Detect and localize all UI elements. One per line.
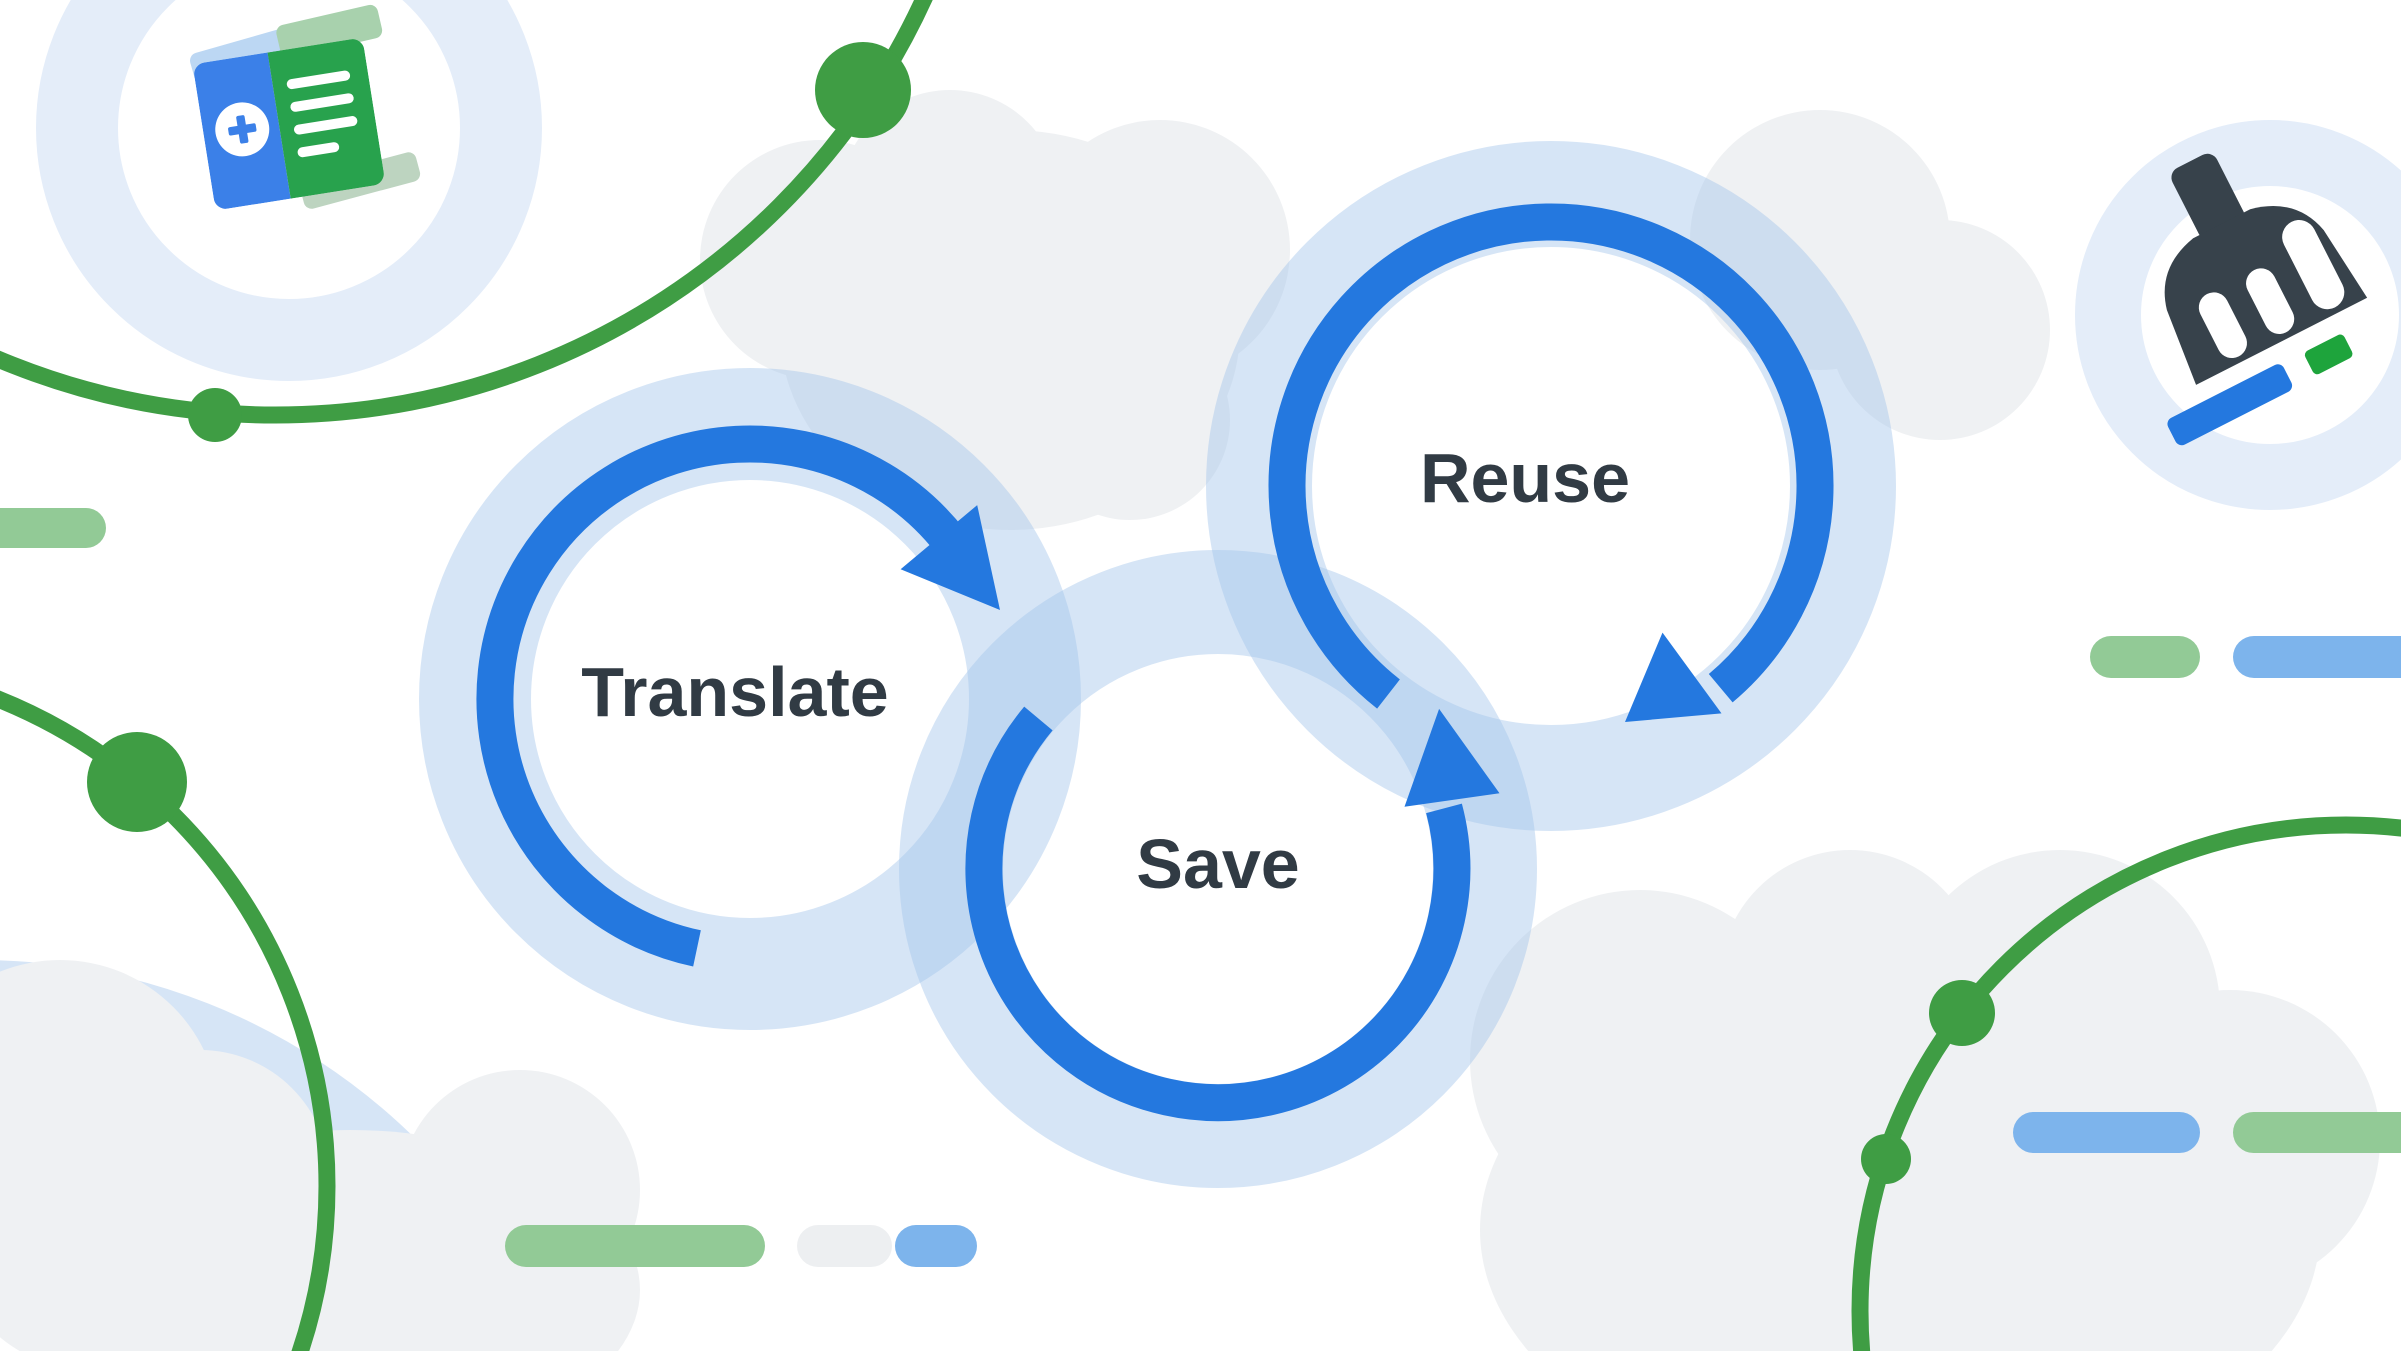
arrowhead-icon [1404,708,1500,807]
cloud-bottom-right [1470,850,2380,1351]
cycle-label-reuse: Reuse [1419,439,1631,517]
text-lines-icon [286,70,358,158]
paint-stroke-blue [2167,364,2293,446]
green-orbit-bottom-right [1851,816,2401,1351]
cycle-label-translate: Translate [581,653,889,731]
halo-save [899,550,1537,1188]
pill-green-left-edge [0,508,106,548]
pill-green-right-middle [2090,636,2200,678]
cloud-top-center [700,90,2050,530]
paint-stroke-green [2304,334,2353,375]
halo-translate [419,368,1081,1030]
brush-handle [2171,153,2245,241]
pill-blue-bottom-left [895,1225,977,1267]
arrowhead-icon [900,505,1000,610]
cycle-arrow-reuse [1268,203,1834,722]
pill-blue-right-middle [2233,636,2401,678]
green-dot [815,42,911,138]
pale-ring-top-left [36,0,542,381]
green-dot [1861,1134,1911,1184]
cycle-arrow-save [965,706,1500,1122]
halo-reuse [1206,141,1896,831]
pill-green-bottom-right [2233,1112,2401,1153]
green-orbit-bottom-left [0,690,336,1351]
green-dot [1929,980,1995,1046]
plus-icon [228,115,257,144]
pill-green-bottom-left [505,1225,765,1267]
pill-blue-bottom-right [2013,1112,2200,1153]
pale-ring-top-right [2075,120,2401,510]
arrowhead-icon [1625,632,1722,722]
flashcards-icon [190,4,421,211]
cycle-arrow-translate [476,425,1000,967]
green-orbit-top-left [0,0,933,424]
pill-white-bottom-left [797,1225,892,1267]
paintbrush-icon [2164,153,2368,446]
cycle-label-save: Save [1136,825,1300,903]
green-dot [188,388,242,442]
green-dot [87,732,187,832]
